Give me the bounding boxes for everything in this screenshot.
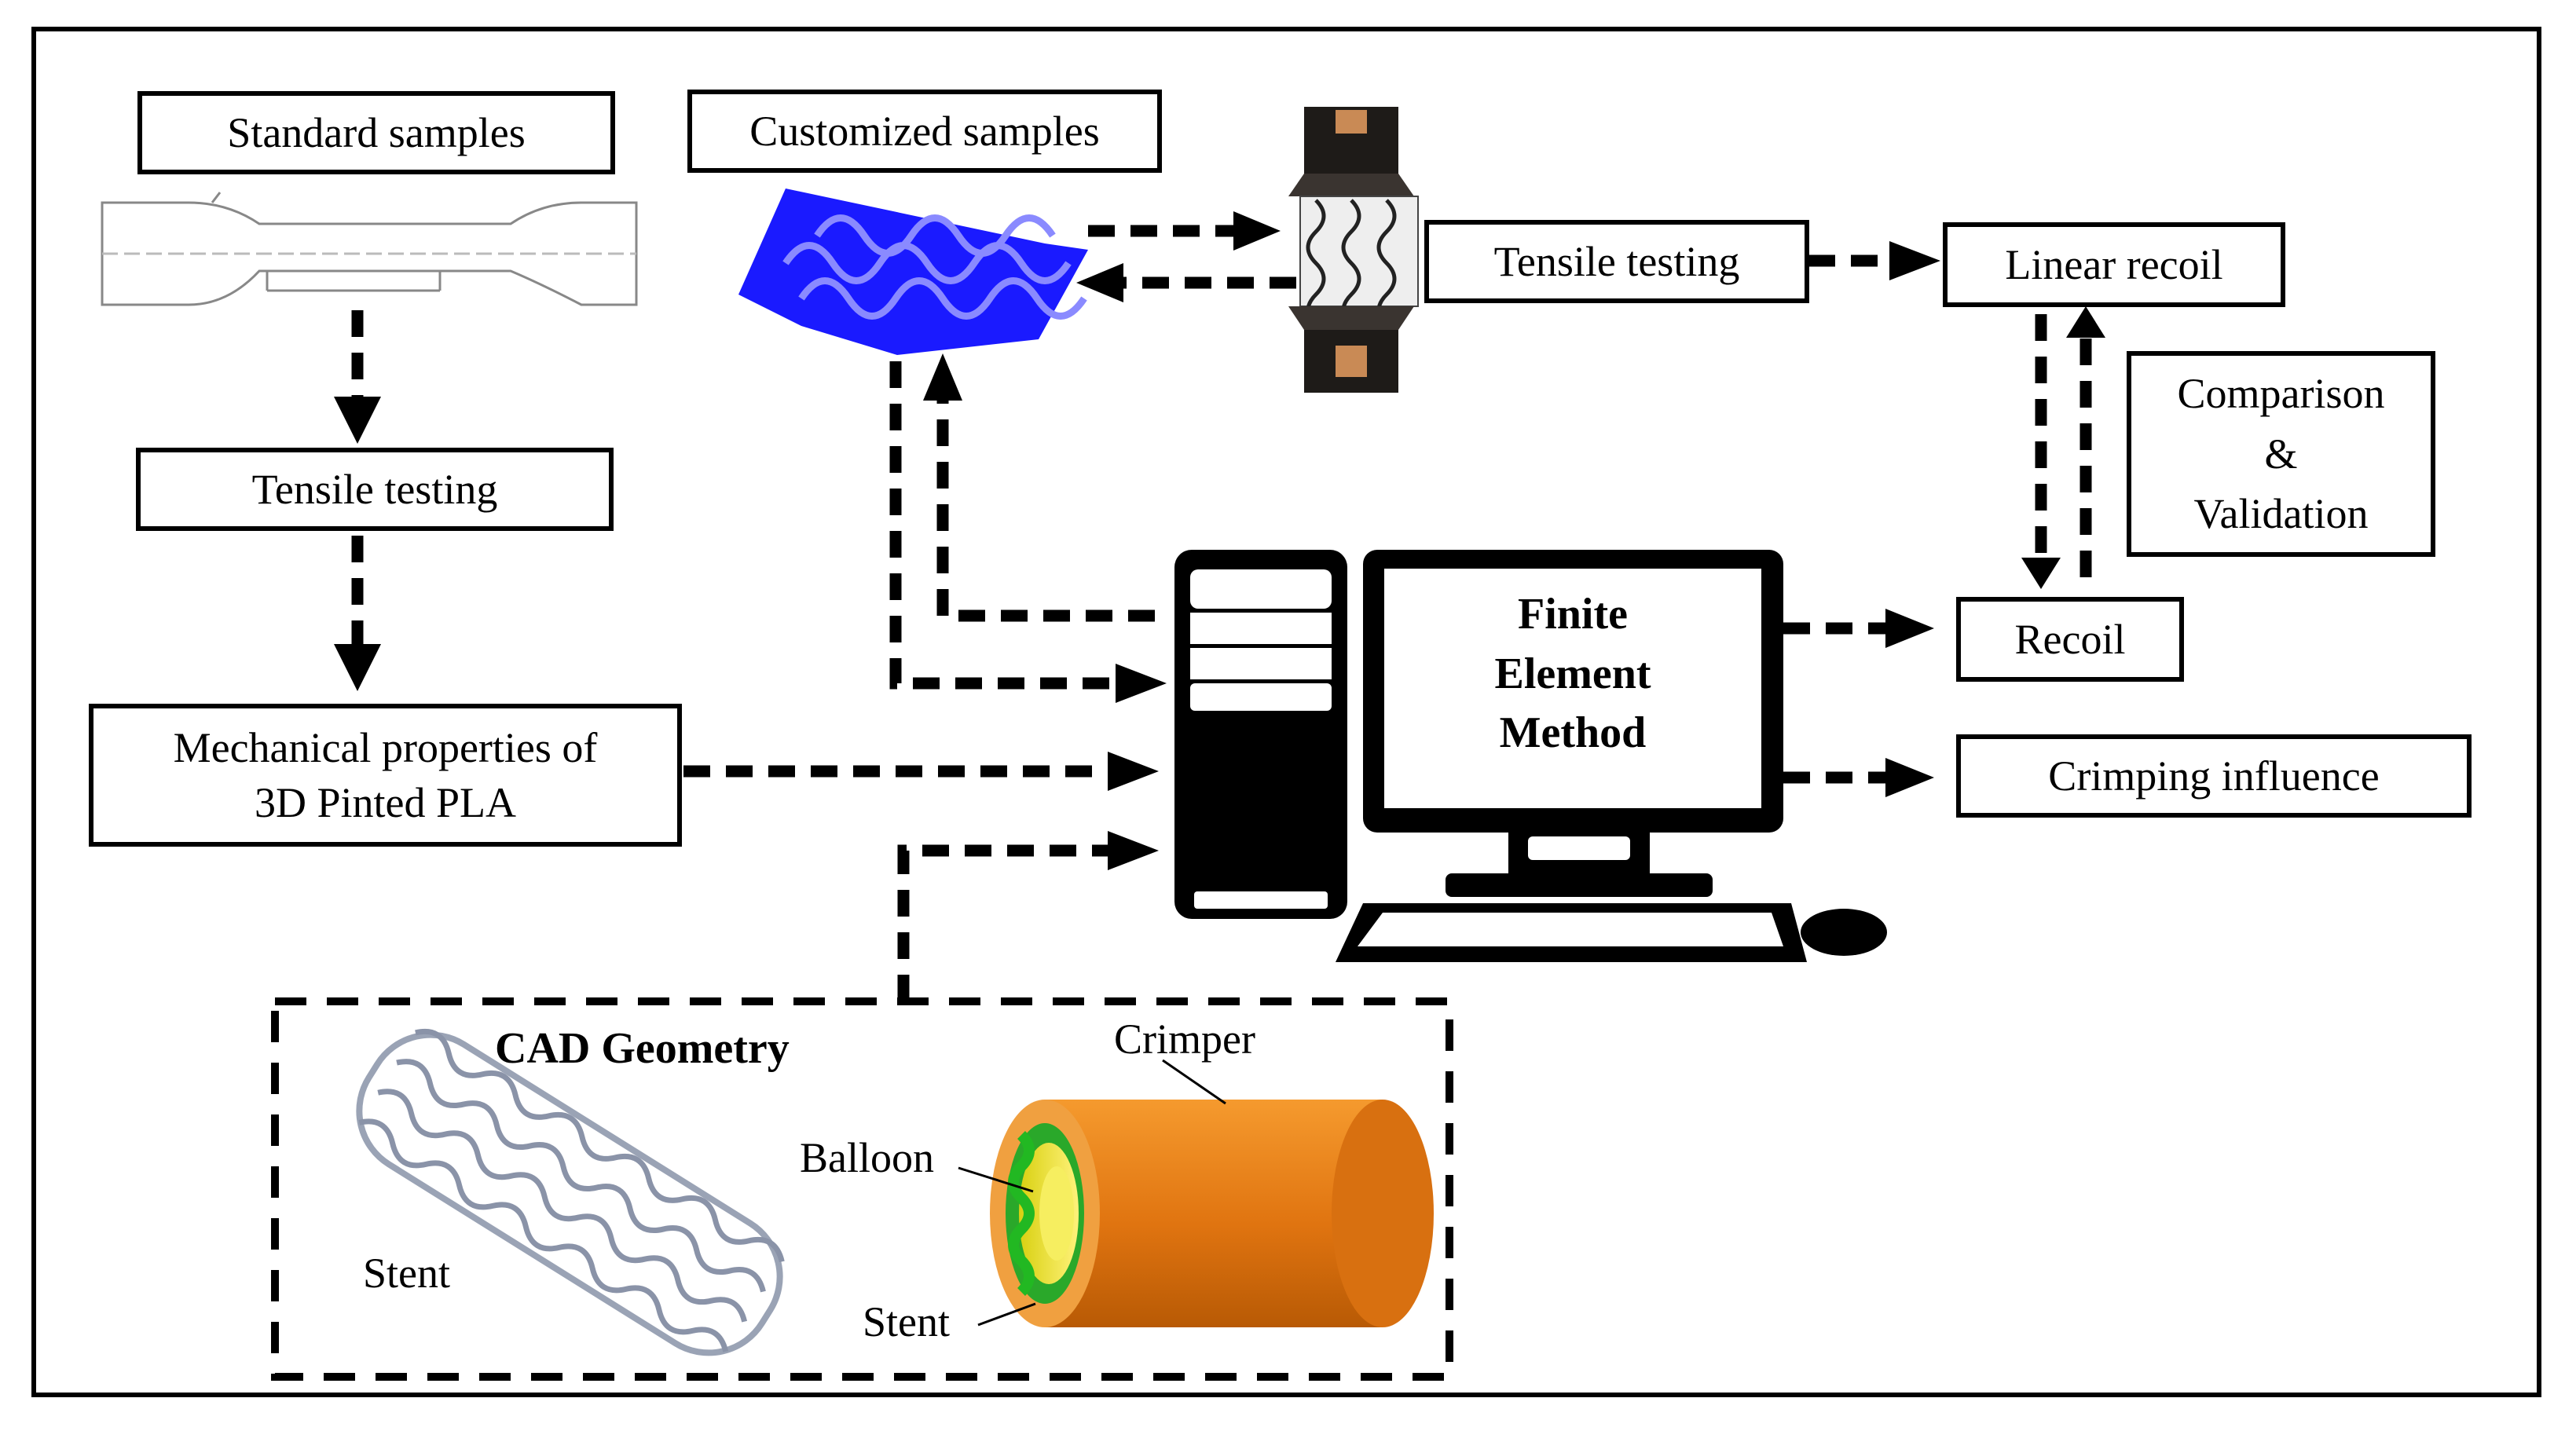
stent-right-label: Stent <box>863 1298 951 1345</box>
linear-recoil-box: Linear recoil <box>1943 222 2285 307</box>
tensile-testing-mid-box: Tensile testing <box>1424 220 1809 303</box>
standard-samples-box: Standard samples <box>137 91 615 174</box>
customized-samples-label: Customized samples <box>749 107 1100 155</box>
stent-mesh-image <box>356 1029 785 1356</box>
tensile-testing-left-label: Tensile testing <box>251 465 498 513</box>
arrows <box>351 225 2092 1001</box>
cad-geometry-box <box>271 997 1453 1381</box>
comparison-validation-box: Comparison & Validation <box>2127 351 2435 557</box>
fem-label: Finite Element Method <box>1384 585 1761 763</box>
leader-lines <box>958 1059 1226 1327</box>
crimping-influence-label: Crimping influence <box>2048 752 2380 800</box>
crimping-influence-box: Crimping influence <box>1956 734 2472 818</box>
tensile-testing-mid-label: Tensile testing <box>1493 237 1740 285</box>
mech-line-2: 3D Pinted PLA <box>254 779 517 826</box>
customized-samples-box: Customized samples <box>687 90 1162 173</box>
fem-line-1: Finite <box>1518 590 1628 639</box>
fem-line-3: Method <box>1499 708 1647 758</box>
cad-geometry-title: CAD Geometry <box>495 1024 790 1073</box>
recoil-label: Recoil <box>2014 615 2126 663</box>
mouse-icon <box>1801 909 1887 956</box>
comparison-line-3: Validation <box>2193 490 2369 538</box>
tensile-machine-image <box>1288 107 1419 393</box>
monitor-icon <box>1363 550 1783 897</box>
crimper-label: Crimper <box>1114 1016 1255 1063</box>
comparison-line-1: Comparison <box>2177 369 2385 417</box>
comparison-line-2: & <box>2264 430 2298 478</box>
linear-recoil-label: Linear recoil <box>2005 240 2223 288</box>
standard-samples-label: Standard samples <box>227 108 526 156</box>
keyboard-icon <box>1336 903 1807 962</box>
tensile-testing-left-box: Tensile testing <box>136 448 614 531</box>
computer-tower-icon <box>1174 550 1347 919</box>
mech-line-1: Mechanical properties of <box>173 723 598 771</box>
customized-sample-image <box>738 188 1088 355</box>
standard-sample-drawing <box>101 192 638 306</box>
figure-frame <box>31 27 2541 1397</box>
arrow-heads <box>334 211 2105 870</box>
mechanical-properties-box: Mechanical properties of 3D Pinted PLA <box>89 704 682 847</box>
balloon-label: Balloon <box>800 1134 934 1181</box>
recoil-box: Recoil <box>1956 597 2184 682</box>
fem-line-2: Element <box>1494 649 1651 698</box>
stent-left-label: Stent <box>363 1250 451 1297</box>
crimper-assembly-image <box>990 1100 1434 1327</box>
